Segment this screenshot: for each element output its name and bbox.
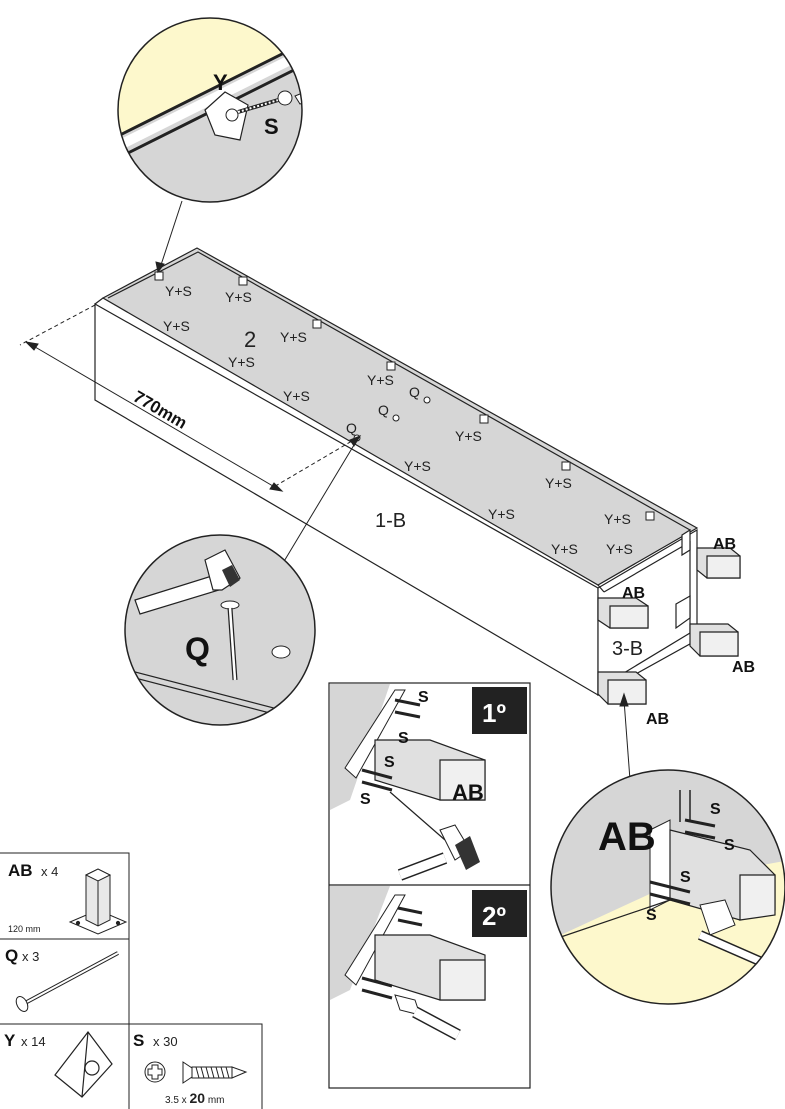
part-y-code: Y <box>4 1031 16 1050</box>
part-q-icon <box>15 951 119 1012</box>
legs <box>597 528 741 705</box>
part-ab-qty: x 4 <box>41 864 58 879</box>
ys-label: Y+S <box>455 428 482 444</box>
dimension-arrow <box>24 341 284 492</box>
part-s-size-bold: 20 <box>189 1090 205 1106</box>
part-s-screw-icon <box>182 1061 248 1084</box>
part-q-qty: x 3 <box>22 949 39 964</box>
ys-label: Y+S <box>606 541 633 557</box>
part-s-code: S <box>133 1031 144 1050</box>
ys-label: Y+S <box>225 289 252 305</box>
step-1-ab-label: AB <box>452 780 484 805</box>
dimension-guides <box>19 304 358 489</box>
step-1-s-label: S <box>398 730 409 747</box>
ab-label: AB <box>713 536 736 553</box>
ys-label: Y+S <box>283 388 310 404</box>
ys-label: Y+S <box>404 458 431 474</box>
q-labels: Q Q Q <box>346 384 420 436</box>
part-ab: AB x 4 120 mm <box>8 861 128 935</box>
ab-labels: AB AB AB AB <box>622 536 755 728</box>
parts-list <box>0 852 263 1109</box>
part-s-size-suffix: mm <box>205 1095 224 1106</box>
q-label: Q <box>378 402 389 418</box>
step-panels: 1º S S S S AB 2º <box>328 682 531 1089</box>
panel-3b-label: 3-B <box>612 638 643 660</box>
ys-label: Y+S <box>163 318 190 334</box>
callout-top: Y S <box>117 17 303 203</box>
leg-bottom-left <box>597 671 647 705</box>
ys-label: Y+S <box>545 475 572 491</box>
part-ab-size: 120 mm <box>8 924 41 934</box>
ys-label: Y+S <box>280 329 307 345</box>
callout-hammer: Q <box>124 534 316 726</box>
ab-label: AB <box>732 659 755 676</box>
callout-top-s-label: S <box>264 114 279 139</box>
callout-hammer-q-label: Q <box>185 631 210 667</box>
leg-bottom-right <box>689 623 739 657</box>
ys-label: Y+S <box>367 372 394 388</box>
callout-leg-s-label: S <box>646 907 657 924</box>
leg-top-right <box>696 547 741 579</box>
ys-label: Y+S <box>228 354 255 370</box>
top-panel-2 <box>101 247 699 586</box>
step-1-badge: 1º <box>482 698 506 728</box>
part-ab-icon <box>68 868 128 935</box>
q-label: Q <box>409 384 420 400</box>
step-1: 1º S S S S AB <box>330 684 527 881</box>
part-y-qty: x 14 <box>21 1034 46 1049</box>
part-q-code: Q <box>5 946 18 965</box>
ys-label: Y+S <box>488 506 515 522</box>
ys-label: Y+S <box>551 541 578 557</box>
part-y: Y x 14 <box>4 1031 113 1098</box>
callout-top-y-label: Y <box>213 70 228 95</box>
step-2: 2º <box>330 886 527 1041</box>
ab-label: AB <box>622 585 645 602</box>
callout-leg-ab-label: AB <box>598 815 656 859</box>
panel-1b-label: 1-B <box>375 510 406 532</box>
step-1-s-label: S <box>418 689 429 706</box>
ys-label: Y+S <box>165 283 192 299</box>
part-s-qty: x 30 <box>153 1034 178 1049</box>
ys-label: Y+S <box>604 511 631 527</box>
callout-leg-s-label: S <box>680 869 691 886</box>
part-s-size-prefix: 3.5 x <box>165 1095 189 1106</box>
part-y-icon <box>54 1031 113 1098</box>
leader-lines <box>155 200 631 781</box>
panel-2-label: 2 <box>244 327 256 352</box>
q-label: Q <box>346 420 357 436</box>
callout-leg: AB S S S S <box>550 769 785 1005</box>
part-ab-code: AB <box>8 861 33 880</box>
callout-leg-s-label: S <box>724 837 735 854</box>
step-1-s-label: S <box>360 791 371 808</box>
leg-top-left <box>597 597 649 629</box>
step-1-s-label: S <box>384 754 395 771</box>
part-s-size: 3.5 x 20 mm <box>165 1090 225 1106</box>
step-2-badge: 2º <box>482 901 506 931</box>
part-s: S x 30 3.5 x 20 mm <box>133 1031 248 1106</box>
part-s-head-icon <box>144 1061 166 1083</box>
callout-leg-s-label: S <box>710 801 721 818</box>
ab-label: AB <box>646 711 669 728</box>
part-q: Q x 3 <box>5 946 119 1012</box>
ys-labels: Y+S Y+S Y+S Y+S Y+S Y+S Y+S Y+S Y+S Y+S … <box>163 283 633 557</box>
